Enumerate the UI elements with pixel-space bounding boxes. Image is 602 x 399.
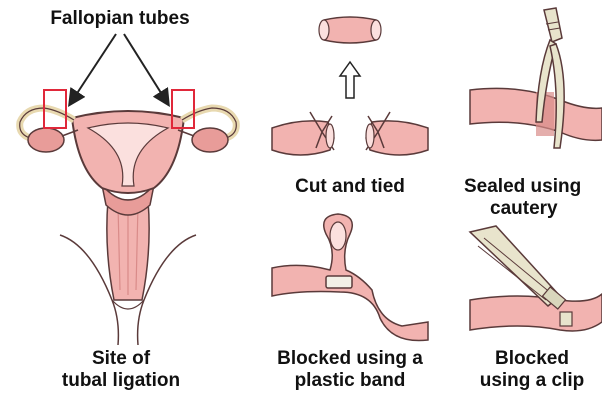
clip-label: Blocked using a clip [462,348,602,392]
band-label: Blocked using a plastic band [258,348,442,392]
fallopian-tubes-label: Fallopian tubes [36,8,204,30]
uterus-illustration [20,108,237,345]
cut-tied-label: Cut and tied [268,176,432,198]
cautery-illustration [470,8,602,148]
plastic-band-icon [326,276,352,288]
pointer-arrow-right [124,34,168,104]
band-illustration [272,214,428,341]
site-label: Site of tubal ligation [28,348,214,392]
upward-arrow-icon [340,62,360,98]
clip-illustration [470,226,602,331]
pointer-arrow-left [70,34,116,104]
cautery-label: Sealed using cautery [464,176,602,220]
cut-tied-illustration [272,17,428,155]
